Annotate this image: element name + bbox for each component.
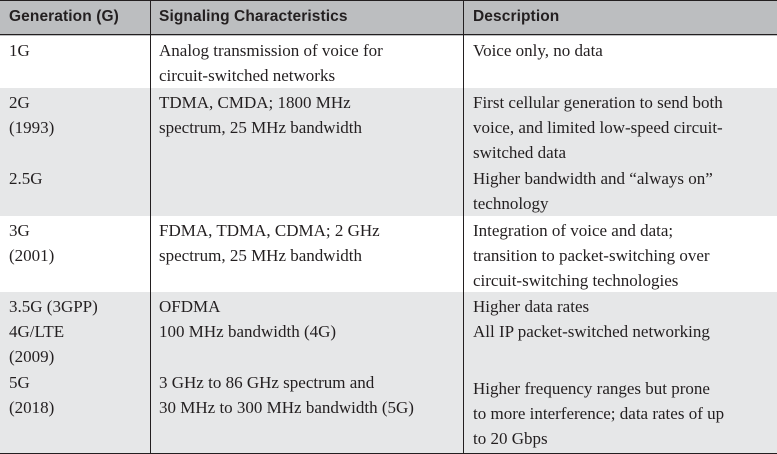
cell-gen-4g: 3.5G (3GPP) 4G/LTE (2009)	[9, 297, 98, 366]
cell-signal-3g: FDMA, TDMA, CDMA; 2 GHz spectrum, 25 MHz…	[159, 221, 380, 265]
header-signaling: Signaling Characteristics	[159, 8, 348, 25]
header-rule	[0, 34, 777, 35]
table-header: Generation (G) Signaling Characteristics…	[0, 0, 777, 36]
cell-desc-3g: Integration of voice and data; transitio…	[473, 221, 710, 290]
cell-desc-4g: Higher data rates All IP packet-switched…	[473, 297, 710, 341]
cell-gen-2-5g: 2.5G	[9, 169, 43, 188]
cell-desc-1g: Voice only, no data	[473, 41, 603, 60]
row-4g-bg	[0, 292, 777, 454]
cell-signal-4g: OFDMA 100 MHz bandwidth (4G)	[159, 297, 337, 341]
cell-gen-1g: 1G	[9, 41, 30, 60]
cell-gen-5g: 5G (2018)	[9, 373, 55, 417]
cell-desc-2-5g: Higher bandwidth and “always on” technol…	[473, 169, 713, 213]
cell-signal-2g: TDMA, CMDA; 1800 MHz spectrum, 25 MHz ba…	[159, 93, 363, 137]
cell-gen-3g: 3G (2001)	[9, 221, 55, 265]
column-divider-2	[463, 0, 464, 454]
cell-signal-1g: Analog transmission of voice for circuit…	[159, 41, 383, 85]
row-2g-bg	[0, 88, 777, 216]
header-description: Description	[473, 8, 560, 25]
column-divider-1	[150, 0, 151, 454]
cell-desc-2g: First cellular generation to send both v…	[473, 93, 723, 162]
cell-gen-2g: 2G (1993)	[9, 93, 55, 137]
cell-signal-5g: 3 GHz to 86 GHz spectrum and 30 MHz to 3…	[159, 373, 414, 417]
cell-desc-5g: Higher frequency ranges but prone to mor…	[473, 379, 725, 448]
header-generation: Generation (G)	[9, 8, 119, 25]
